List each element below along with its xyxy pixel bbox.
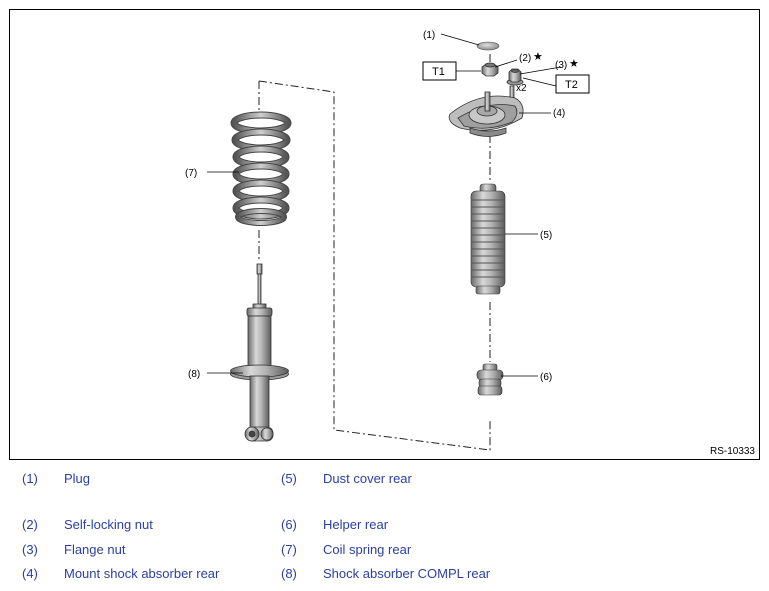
flange-nut	[506, 68, 524, 86]
mount-shock-absorber-rear	[448, 85, 524, 137]
legend-number: (3)	[22, 541, 38, 557]
star-3: ★	[569, 58, 579, 70]
legend-number: (1)	[22, 470, 38, 486]
callout-7: (7)	[185, 168, 197, 179]
assembly-guide-lines	[258, 54, 491, 451]
legend-spacer	[14, 491, 532, 513]
legend-text: Plug	[64, 470, 91, 486]
legend-text: Coil spring rear	[323, 541, 412, 557]
callout-6: (6)	[540, 372, 552, 383]
legend-text: Self-locking nut	[64, 517, 153, 533]
legend-text: Mount shock absorber rear	[64, 566, 220, 582]
callout-5: (5)	[540, 230, 552, 241]
legend-text: Flange nut	[64, 541, 126, 557]
legend-number: (6)	[281, 517, 297, 533]
legend-row: (4) Mount shock absorber rear (8) Shock …	[14, 562, 532, 587]
legend-row: (1) Plug (5) Dust cover rear	[14, 466, 532, 491]
legend-number: (2)	[22, 517, 38, 533]
leader-lines	[207, 33, 562, 377]
figure-code: RS-10333	[709, 446, 755, 457]
legend-number: (5)	[281, 470, 297, 486]
callout-1: (1)	[423, 30, 435, 41]
coil-spring-rear	[230, 111, 292, 226]
self-locking-nut	[481, 62, 499, 77]
callout-2: (2)	[519, 53, 531, 64]
plug	[476, 41, 500, 51]
star-2: ★	[533, 51, 543, 63]
exploded-view-figure: (1) (2) ★ (3) ★ (4) (5) (6) (7) (8) x2 T…	[9, 9, 760, 460]
helper-rear	[476, 363, 504, 396]
legend-number: (4)	[22, 566, 38, 582]
legend-number: (8)	[281, 566, 297, 582]
parts-legend: (1) Plug (5) Dust cover rear (2) Self-lo…	[14, 466, 532, 586]
callout-4: (4)	[553, 108, 565, 119]
shock-absorber-compl-rear	[230, 263, 289, 442]
legend-number: (7)	[281, 541, 297, 557]
torque-tag-t2-box	[555, 74, 590, 94]
callout-3: (3)	[555, 60, 567, 71]
exploded-diagram: (1) (2) ★ (3) ★ (4) (5) (6) (7) (8) x2 T…	[185, 30, 590, 451]
legend-row: (2) Self-locking nut (6) Helper rear	[14, 513, 532, 538]
torque-tag-t2: T2	[565, 79, 578, 91]
legend-text: Shock absorber COMPL rear	[323, 566, 491, 582]
torque-tag-t1: T1	[432, 66, 445, 78]
legend-text: Helper rear	[323, 517, 389, 533]
legend-row: (3) Flange nut (7) Coil spring rear	[14, 537, 532, 562]
quantity-label: x2	[516, 83, 527, 94]
torque-tag-t1-box	[422, 61, 457, 81]
legend-text: Dust cover rear	[323, 470, 412, 486]
dust-cover-rear	[470, 183, 506, 295]
callout-8: (8)	[188, 369, 200, 380]
